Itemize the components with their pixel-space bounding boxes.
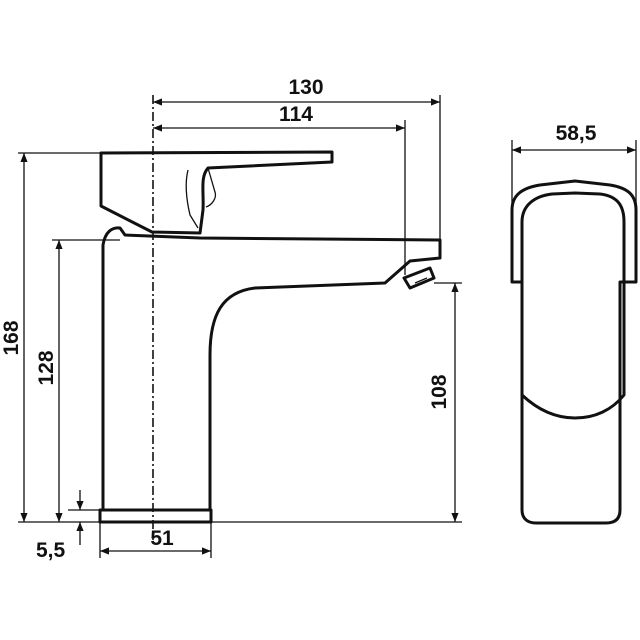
handle-front-outline <box>510 179 638 525</box>
dim-label-108: 108 <box>428 374 451 409</box>
dim-label-5-5: 5,5 <box>36 539 66 562</box>
dim-label-168: 168 <box>0 320 23 355</box>
dim-114: 114 <box>153 103 406 275</box>
lever-handle <box>99 150 334 235</box>
dim-label-128: 128 <box>35 350 58 385</box>
faucet-body <box>101 226 442 512</box>
dim-5-5: 5,5 <box>36 490 100 562</box>
handle-front-face <box>520 191 626 420</box>
dim-128: 128 <box>35 239 120 522</box>
dim-108: 108 <box>211 282 462 523</box>
dim-130: 130 <box>153 76 441 240</box>
dim-168: 168 <box>0 152 101 523</box>
dim-label-114: 114 <box>279 103 313 126</box>
dim-label-58-5: 58,5 <box>556 122 597 145</box>
dim-51: 51 <box>99 522 212 558</box>
dim-label-51: 51 <box>150 527 174 550</box>
faucet-front-view <box>510 179 638 525</box>
dim-58-5: 58,5 <box>511 122 637 210</box>
dim-label-130: 130 <box>288 76 323 99</box>
aerator <box>402 266 436 290</box>
faucet-side-view <box>98 95 442 540</box>
base-plate <box>98 508 213 524</box>
